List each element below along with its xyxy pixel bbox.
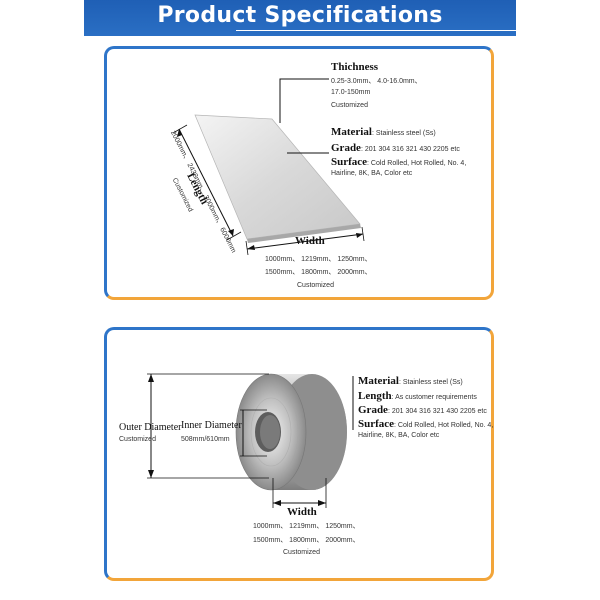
coil-surface-label: Surface [358, 418, 395, 430]
sheet-material-value: : Stainless steel (Ss) [371, 130, 436, 137]
sheet-width-label: Width [295, 235, 325, 247]
coil-surface-value-1: : Cold Rolled, Hot Rolled, No. 4, [394, 422, 494, 429]
outer-diameter-label: Outer Diameter [119, 422, 182, 433]
coil-width-values-1: 1000mm、 1219mm、 1250mm、 [253, 523, 360, 530]
sheet-material-row: Material: Stainless steel (Ss) [331, 126, 436, 138]
coil-material-value: : Stainless steel (Ss) [398, 379, 463, 386]
sheet-grade-row: Grade: 201 304 316 321 430 2205 etc [331, 142, 460, 154]
sheet-width-custom: Customized [297, 282, 334, 289]
coil-material-row: Material: Stainless steel (Ss) [358, 375, 463, 387]
thickness-values-1: 0.25-3.0mm、 4.0-16.0mm、 [331, 78, 422, 85]
sheet-spec-card: Thichness 0.25-3.0mm、 4.0-16.0mm、 17.0-1… [104, 46, 494, 300]
coil-width-values-2: 1500mm、 1800mm、 2000mm、 [253, 537, 360, 544]
sheet-width-values-1: 1000mm、 1219mm、 1250mm、 [265, 256, 372, 263]
coil-surface-row: Surface: Cold Rolled, Hot Rolled, No. 4, [358, 418, 493, 430]
coil-grade-label: Grade [358, 404, 388, 416]
sheet-width-values-2: 1500mm、 1800mm、 2000mm、 [265, 269, 372, 276]
thickness-custom: Customized [331, 102, 368, 109]
header-banner: Product Specifications [84, 0, 532, 36]
thickness-label: Thichness [331, 61, 379, 73]
coil-spec-card: Material: Stainless steel (Ss) Length: A… [104, 327, 494, 581]
sheet-material-label: Material [331, 126, 372, 138]
sheet-surface-row: Surface: Cold Rolled, Hot Rolled, No. 4, [331, 156, 466, 168]
title-underline [236, 30, 532, 31]
coil-width-custom: Customized [283, 549, 320, 556]
sheet-illustration [172, 78, 365, 256]
coil-width-label: Width [287, 506, 317, 518]
page-title: Product Specifications [157, 3, 443, 28]
coil-length-label: Length [358, 390, 392, 402]
sheet-grade-label: Grade [331, 142, 361, 154]
coil-surface-value-2: Hairline, 8K, BA, Color etc [358, 432, 440, 439]
coil-length-row: Length: As customer requirements [358, 390, 477, 402]
coil-illustration [147, 373, 354, 508]
sheet-surface-value-1: : Cold Rolled, Hot Rolled, No. 4, [367, 160, 467, 167]
outer-diameter-custom: Customized [119, 436, 156, 443]
thickness-values-2: 17.0-150mm [331, 89, 371, 96]
coil-grade-row: Grade: 201 304 316 321 430 2205 etc [358, 404, 487, 416]
coil-length-value: : As customer requirements [391, 394, 477, 401]
inner-diameter-label: Inner Diameter [181, 420, 242, 431]
sheet-surface-label: Surface [331, 156, 368, 168]
coil-material-label: Material [358, 375, 399, 387]
sheet-surface-value-2: Hairline, 8K, BA, Color etc [331, 170, 413, 177]
inner-diameter-value: 508mm/610mm [181, 436, 230, 443]
sheet-grade-value: : 201 304 316 321 430 2205 etc [360, 146, 460, 153]
coil-grade-value: : 201 304 316 321 430 2205 etc [387, 408, 487, 415]
